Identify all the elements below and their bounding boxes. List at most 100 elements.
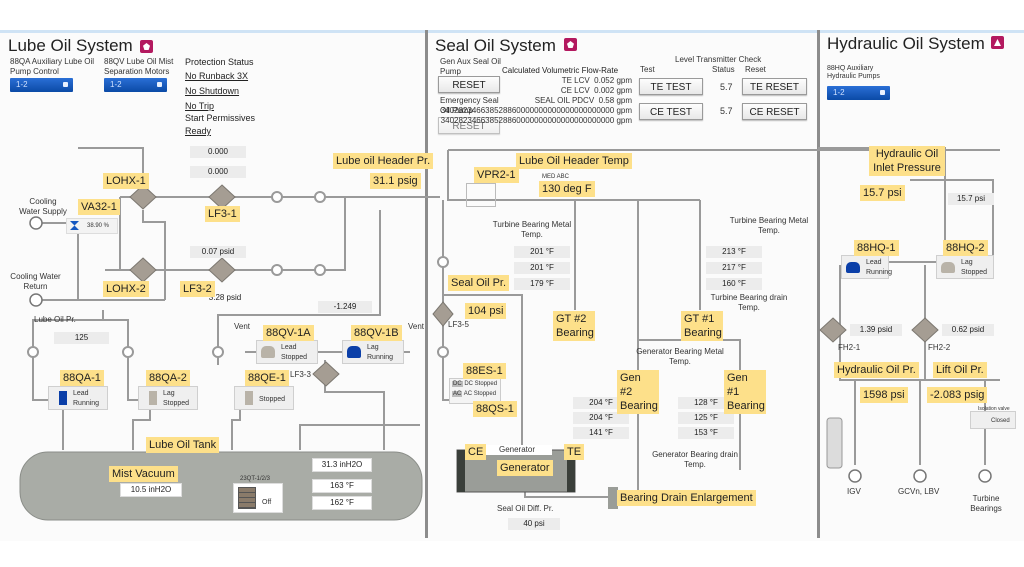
mist-vacuum-value: 10.5 inH2O — [120, 483, 182, 497]
no-shutdown-link[interactable]: No Shutdown — [185, 86, 240, 96]
tag-header-temp-value: 130 deg F — [539, 181, 595, 197]
gen-aux-reset-button[interactable]: RESET — [438, 76, 500, 93]
fh2-2-label: FH2-2 — [928, 343, 951, 352]
lube-oil-pr-label: Lube Oil Pr. — [34, 315, 76, 324]
tag-te: TE — [564, 444, 585, 460]
ce-reset-button[interactable]: CE RESET — [742, 103, 807, 120]
pump-role: Lead — [73, 390, 89, 397]
heater-status: Off — [262, 499, 272, 506]
mist-motors-select[interactable]: 1-2 — [104, 78, 167, 92]
lf3-2-value: 0.07 psid — [190, 246, 246, 258]
va32-valve[interactable]: 38.90 % — [66, 218, 118, 234]
tag-vpr2-1: VPR2-1 — [474, 167, 519, 183]
tb-right-temp: 217 °F — [706, 262, 762, 274]
tag-header-pr-value: 31.1 psig — [370, 173, 421, 189]
mist-motors-label: 88QV Lube Oil Mist Separation Motors — [104, 57, 174, 76]
tank-pressure-value: 31.3 inH2O — [312, 458, 372, 472]
emergency-label: Emergency Seal Oil Pump — [440, 96, 499, 115]
no-trip-link[interactable]: No Trip — [185, 101, 215, 111]
cooling-return-label: Cooling Water Return — [10, 272, 61, 291]
alarm-indicator-icon[interactable] — [140, 40, 153, 53]
pump-status: Stopped — [259, 396, 286, 403]
pump-88qe-1[interactable]: Stopped — [234, 386, 294, 410]
tb-left-temp: 179 °F — [514, 278, 570, 290]
tb-drain-label: Turbine Bearing drain Temp. — [710, 293, 788, 312]
tag-hyd-inlet-value: 15.7 psi — [860, 185, 905, 201]
pump-status: Running — [367, 354, 394, 361]
gb-metal-label: Generator Bearing Metal Temp. — [636, 347, 724, 366]
gen1-temp: 128 °F — [678, 397, 734, 409]
tb-right-temp: 213 °F — [706, 246, 762, 258]
tank-temp-1: 163 °F — [312, 479, 372, 493]
fh2-2-value: 0.62 psid — [942, 324, 994, 336]
dest-igv: IGV — [847, 487, 861, 496]
lf3-3-label: LF3-3 — [290, 370, 311, 379]
header-value: -1.249 — [318, 301, 372, 313]
panel-title-hydraulic: Hydraulic Oil System — [827, 34, 985, 53]
col-status: Status — [712, 65, 735, 74]
tag-lf3-1: LF3-1 — [205, 206, 240, 222]
dropdown-caret-icon — [157, 82, 162, 87]
isolation-valve[interactable]: Closed — [970, 411, 1016, 429]
tag-lohx-2: LOHX-2 — [103, 281, 149, 297]
te-reset-button[interactable]: TE RESET — [742, 78, 807, 95]
tb-metal-right-label: Turbine Bearing Metal Temp. — [729, 216, 809, 235]
pump-status: Stopped — [961, 269, 988, 276]
te-test-button[interactable]: TE TEST — [639, 78, 703, 95]
emergency-reset-button[interactable]: RESET — [438, 117, 500, 134]
pump-role: Lead — [866, 259, 882, 266]
col-reset: Reset — [745, 65, 766, 74]
lf3-2-bottom-value: 3.28 psid — [208, 293, 242, 302]
ce-test-button[interactable]: CE TEST — [639, 103, 703, 120]
tag-lift-oil-pr: Lift Oil Pr. — [933, 362, 987, 378]
lube-oil-pr-value: 125 — [54, 332, 109, 344]
vent-right-label: Vent — [408, 322, 425, 331]
col-test: Test — [640, 65, 655, 74]
tag-88qv-1a: 88QV-1A — [263, 325, 314, 341]
ready-link[interactable]: Ready — [185, 126, 212, 136]
tag-lift-oil-pr-value: -2.083 psig — [927, 387, 988, 403]
tag-gen1-bearing: Gen #1 Bearing — [724, 370, 766, 414]
tag-hyd-oil-pr-value: 1598 psi — [860, 387, 908, 403]
isolation-status: Closed — [991, 418, 1010, 424]
tb-right-temp: 160 °F — [706, 278, 762, 290]
tb-metal-left-label: Turbine Bearing Metal Temp. — [492, 220, 572, 239]
level-check-heading: Level Transmitter Check — [675, 55, 762, 64]
lf3-1-top-value: 0.000 — [190, 146, 246, 158]
panel-divider — [817, 30, 820, 538]
pump-role: Lag — [961, 259, 973, 266]
fh2-1-label: FH2-1 — [838, 343, 861, 352]
no-runback-link[interactable]: No Runback 3X — [185, 71, 249, 81]
tag-hyd-inlet-pressure: Hydraulic Oil Inlet Pressure — [869, 146, 945, 176]
tag-lf3-2: LF3-2 — [180, 281, 215, 297]
tag-88qa-2: 88QA-2 — [146, 370, 190, 386]
gb-drain-label: Generator Bearing drain Temp. — [652, 450, 738, 469]
heater-23qt[interactable]: Off — [233, 483, 283, 513]
te-status: 5.7 — [720, 82, 733, 92]
panel-divider — [425, 30, 428, 538]
pump-role: Lag — [367, 344, 379, 351]
aux-pump-select[interactable]: 1-2 — [10, 78, 73, 92]
vpr2-1-valve[interactable] — [466, 183, 496, 207]
tag-gt1-bearing: GT #1 Bearing — [681, 311, 723, 341]
hyd-aux-select[interactable]: 1-2 — [827, 86, 890, 100]
alarm-indicator-icon[interactable] — [991, 36, 1004, 49]
fan-icon — [347, 346, 361, 358]
gen2-temp: 141 °F — [573, 427, 629, 439]
flow-row: 340282346638528860000000000000000000000 … — [440, 106, 632, 115]
cooling-supply-label: Cooling Water Supply — [19, 197, 67, 216]
dest-turbine-bearings: Turbine Bearings — [970, 494, 1002, 513]
panel-title-seal-oil: Seal Oil System — [435, 36, 556, 55]
gen2-temp: 204 °F — [573, 412, 629, 424]
tag-header-pr: Lube oil Header Pr. — [333, 153, 434, 169]
protection-status-heading: Protection Status — [185, 57, 254, 67]
seal-diff-label: Seal Oil Diff. Pr. — [497, 504, 554, 513]
alarm-indicator-icon[interactable] — [564, 38, 577, 51]
flow-table: TE LCV 0.052 gpm CE LCV 0.002 gpm SEAL O… — [412, 76, 632, 126]
